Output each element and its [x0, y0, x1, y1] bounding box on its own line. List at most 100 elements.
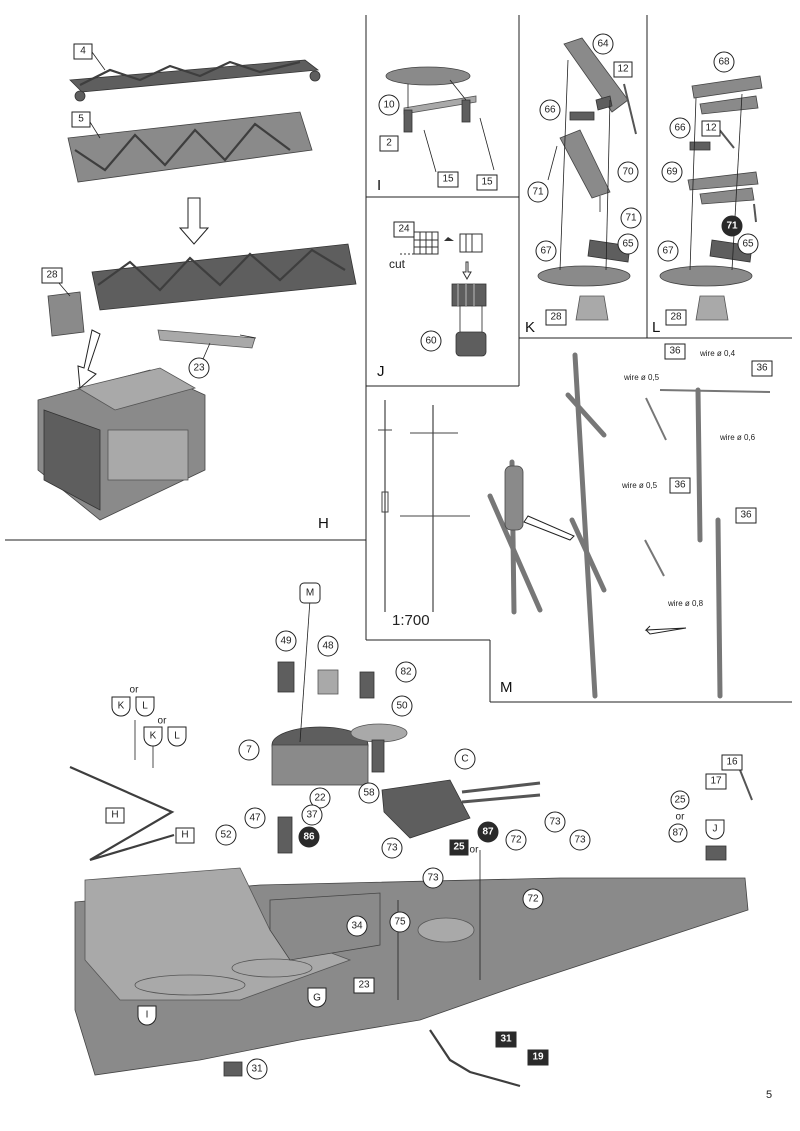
svg-text:12: 12: [705, 123, 717, 134]
svg-text:7: 7: [246, 745, 252, 756]
part-label-64: 64: [592, 33, 614, 55]
svg-text:73: 73: [427, 873, 439, 884]
part-label-69: 69: [661, 161, 683, 183]
crane-assembled: [47, 243, 357, 349]
svg-text:86: 86: [303, 832, 315, 843]
callout-75: 75: [389, 911, 411, 933]
callout-25-a: 25: [449, 839, 469, 856]
svg-text:23: 23: [358, 980, 370, 991]
ref-H-2: H: [175, 827, 195, 844]
step-label-k: K: [525, 319, 535, 336]
wire-note-1: wire ø 0,5: [623, 373, 660, 382]
svg-text:65: 65: [622, 239, 634, 250]
part-label-36-b: 36: [751, 360, 773, 377]
svg-text:68: 68: [718, 57, 730, 68]
callout-72-b: 72: [522, 888, 544, 910]
callout-22: 22: [309, 787, 331, 809]
ref-K-1: K: [111, 696, 131, 717]
svg-text:36: 36: [674, 480, 686, 491]
svg-text:67: 67: [540, 246, 552, 257]
step-h-leaders: [57, 51, 257, 367]
ref-L-2: L: [167, 726, 187, 747]
callout-73-d: 73: [422, 867, 444, 889]
callout-73-b: 73: [544, 811, 566, 833]
svg-text:71: 71: [726, 221, 738, 232]
callout-73-c: 73: [569, 829, 591, 851]
wire-note-5: wire ø 0,8: [667, 599, 704, 608]
step-h-panel: 4 5 28 23 H: [37, 43, 357, 532]
svg-text:75: 75: [394, 917, 406, 928]
callout-49: 49: [275, 630, 297, 652]
or-text-3: or: [130, 685, 140, 696]
step-label-i: I: [377, 177, 381, 194]
svg-text:65: 65: [742, 239, 754, 250]
cut-note: cut: [389, 257, 406, 271]
part-label-15-a: 15: [437, 171, 459, 188]
callout-73-a: 73: [381, 837, 403, 859]
svg-text:wire ø 0,8: wire ø 0,8: [667, 599, 704, 608]
svg-text:M: M: [306, 588, 314, 599]
part-label-67-k: 67: [535, 240, 557, 262]
svg-text:wire ø 0,4: wire ø 0,4: [699, 349, 736, 358]
grate-part-24: [400, 231, 483, 255]
part-label-60: 60: [420, 330, 442, 352]
mast-assembly: [565, 352, 771, 699]
main-hull-assembly: [69, 599, 753, 1088]
svg-text:19: 19: [532, 1052, 544, 1063]
part-label-66-l: 66: [669, 117, 691, 139]
svg-text:72: 72: [527, 894, 539, 905]
or-text-2: or: [676, 812, 686, 823]
svg-text:15: 15: [442, 174, 454, 185]
svg-text:36: 36: [740, 510, 752, 521]
crane-truss-lower: [67, 111, 313, 183]
callout-I: I: [137, 1005, 157, 1026]
part-label-71-k2: 71: [620, 207, 642, 229]
svg-text:50: 50: [396, 701, 408, 712]
part-label-71-l: 71: [721, 215, 743, 237]
svg-text:47: 47: [249, 813, 261, 824]
or-text-4: or: [158, 716, 168, 727]
ref-H-1: H: [105, 807, 125, 824]
callout-87-b: 87: [668, 823, 688, 843]
svg-text:31: 31: [500, 1034, 512, 1045]
svg-text:37: 37: [306, 810, 318, 821]
callout-G: G: [307, 987, 327, 1008]
part-label-36-a: 36: [664, 343, 686, 360]
svg-text:73: 73: [549, 817, 561, 828]
svg-text:15: 15: [481, 177, 493, 188]
callout-16: 16: [721, 754, 743, 771]
svg-text:28: 28: [670, 312, 682, 323]
wire-note-2: wire ø 0,4: [699, 349, 736, 358]
svg-text:G: G: [313, 993, 321, 1004]
svg-text:L: L: [142, 701, 148, 712]
svg-text:wire ø 0,6: wire ø 0,6: [719, 433, 756, 442]
svg-text:K: K: [118, 701, 125, 712]
part-label-28-l: 28: [665, 309, 687, 326]
svg-text:28: 28: [46, 270, 58, 281]
callout-34: 34: [346, 915, 368, 937]
part-label-23: 23: [188, 357, 210, 379]
or-text-1: or: [470, 845, 480, 856]
mast-detail: [487, 459, 575, 615]
step-m-panel: 1:700 wire ø 0,5 wire ø 0,4 wire ø 0,6 w…: [378, 343, 773, 699]
part-label-4: 4: [73, 43, 93, 60]
svg-text:66: 66: [674, 123, 686, 134]
svg-text:16: 16: [726, 757, 738, 768]
part-label-68: 68: [713, 51, 735, 73]
svg-text:73: 73: [386, 843, 398, 854]
callout-47: 47: [244, 807, 266, 829]
svg-text:36: 36: [756, 363, 768, 374]
svg-text:H: H: [181, 830, 188, 841]
callout-M: M: [299, 582, 321, 604]
panel-borders: [5, 15, 792, 703]
svg-text:24: 24: [398, 224, 410, 235]
callout-52: 52: [215, 824, 237, 846]
step-k-panel: 64 12 66 71 70 71 67 65 28 K: [525, 33, 642, 336]
step-label-m: M: [500, 679, 513, 696]
part-label-36-d: 36: [735, 507, 757, 524]
callout-23: 23: [353, 977, 375, 994]
svg-text:5: 5: [78, 114, 84, 125]
crane-truss-upper: [69, 59, 321, 102]
part-label-12-l: 12: [701, 120, 721, 137]
svg-text:70: 70: [622, 167, 634, 178]
